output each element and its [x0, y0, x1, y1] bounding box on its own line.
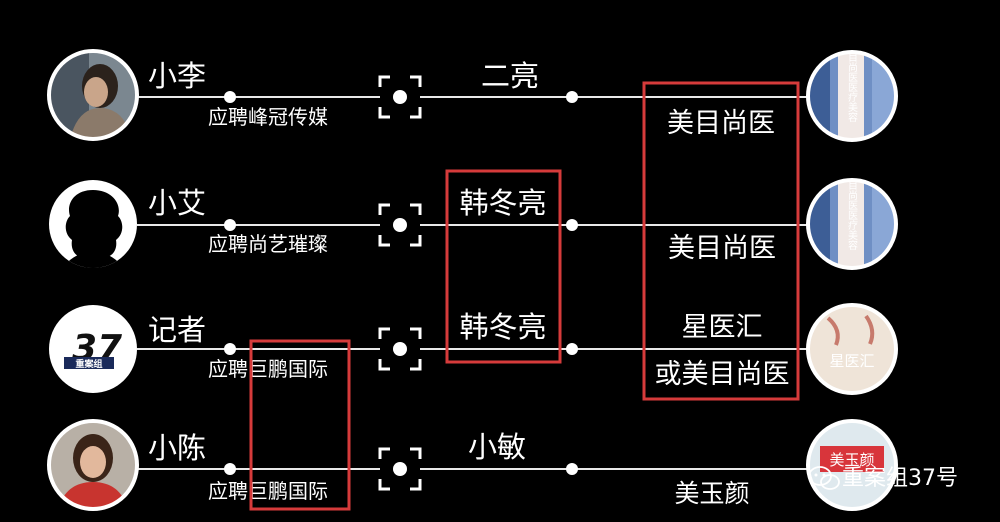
clinic-name: 美目尚医	[668, 233, 776, 264]
line-dot	[566, 343, 578, 355]
focus-frame-icon	[378, 203, 422, 247]
contact-name: 韩冬亮	[459, 186, 546, 220]
wechat-icon	[808, 466, 840, 490]
line-dot	[566, 219, 578, 231]
focus-frame-icon	[378, 327, 422, 371]
channel-label: 应聘尚艺璀璨	[208, 232, 328, 256]
clinic-name: 美玉颜	[674, 479, 749, 508]
silhouette-icon	[49, 180, 137, 268]
logo-37-icon: 37 重案组	[49, 305, 137, 393]
contact-name: 韩冬亮	[459, 310, 546, 344]
highlight-box-channel	[249, 339, 351, 511]
person-name: 小李	[148, 59, 206, 93]
clinic-name: 星医汇	[682, 312, 763, 343]
channel-label: 应聘巨鹏国际	[208, 479, 328, 503]
clinic-name-alt: 或美目尚医	[655, 359, 790, 390]
clinic-sign-image: 北京美目尚医医疗美容	[806, 22, 898, 142]
person-name: 小艾	[148, 186, 206, 220]
clinic-sign-text: 美玉颜	[829, 451, 874, 469]
logo-caption: 重案组	[75, 358, 102, 370]
channel-label: 应聘巨鹏国际	[208, 357, 328, 381]
line-dot	[224, 343, 236, 355]
line-dot	[224, 463, 236, 475]
line-dot	[566, 463, 578, 475]
highlight-box-clinics	[642, 81, 800, 401]
photo-woman-icon	[47, 419, 139, 511]
focus-frame-icon	[378, 75, 422, 119]
focus-frame-icon	[378, 447, 422, 491]
person-name: 记者	[148, 313, 206, 347]
channel-label: 应聘峰冠传媒	[208, 105, 328, 129]
clinic-sign-image: 美玉颜	[806, 419, 898, 511]
clinic-sign-text: 北京美目尚医医疗美容	[846, 22, 858, 123]
contact-name: 小敏	[468, 430, 526, 464]
clinic-sign-image: 星医汇	[806, 303, 898, 395]
photo-woman-icon	[47, 49, 139, 141]
highlight-box-contact	[445, 169, 562, 364]
watermark-text: 重案组37号	[842, 466, 958, 491]
line-dot	[566, 91, 578, 103]
clinic-sign-image: 北京美目尚医医疗美容	[806, 150, 898, 270]
line-dot	[224, 91, 236, 103]
person-name: 小陈	[148, 431, 206, 465]
clinic-sign-text: 北京美目尚医医疗美容	[846, 150, 858, 251]
line-dot	[224, 219, 236, 231]
contact-name: 二亮	[481, 59, 539, 93]
clinic-sign-text: 星医汇	[829, 352, 874, 370]
clinic-name: 美目尚医	[667, 108, 775, 139]
